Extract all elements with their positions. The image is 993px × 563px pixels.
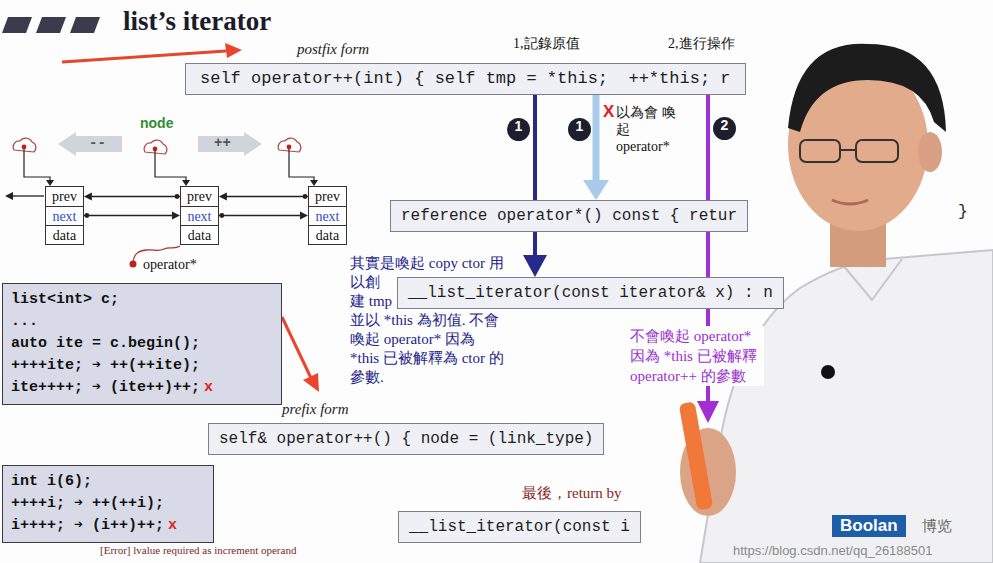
node-field: data (46, 225, 83, 244)
code-line: ... (11, 311, 38, 333)
wrap-spacer (394, 273, 505, 311)
note-text: operator* (143, 257, 197, 273)
connector (84, 212, 180, 220)
list-node: prevnextdata (180, 186, 219, 245)
connector (219, 193, 308, 201)
list-node: prevnextdata (45, 186, 84, 245)
node-field: prev (181, 187, 218, 206)
note-text: 1,記錄原值 (513, 35, 580, 53)
code-box: reference operator*() const { retur (390, 200, 748, 232)
arrow-head (697, 401, 719, 423)
node-field: next (309, 206, 346, 225)
logo-text: Boolan (832, 515, 906, 537)
code-line: ++++ite; ➔ ++(++ite); (11, 355, 200, 377)
code-box: __list_iterator(const iterator& x) : n (397, 277, 784, 309)
error-mark: x (168, 515, 177, 537)
list-node: prevnextdata (308, 186, 347, 245)
code-box: __list_iterator(const i (398, 511, 641, 543)
node-field: prev (309, 187, 346, 206)
pointer-dot (84, 213, 89, 218)
pointer-head (22, 145, 318, 186)
code-text: self& operator++() { node = (link_type) (219, 429, 593, 449)
note-text: node (140, 115, 173, 131)
code-line: auto ite = c.begin(); (11, 333, 200, 355)
node-field: prev (46, 187, 83, 206)
step-arrow-shape (58, 132, 262, 156)
note-text: prefix form (282, 401, 349, 418)
connector-line (533, 95, 537, 257)
code-listing: list<int> c;...auto ite = c.begin();++++… (2, 283, 282, 405)
code-text: __list_iterator(const iterator& x) : n (408, 283, 773, 303)
arrow-head (84, 193, 92, 201)
arrow-head (300, 212, 308, 220)
connector (84, 193, 180, 201)
note-text: 以為會 喚起 operator* (616, 104, 680, 155)
callout-number: 2 (713, 117, 736, 140)
connector-line (225, 196, 308, 197)
watermark: https://blog.csdn.net/qq_26188501 (733, 543, 933, 558)
note-text: 最後，return by (522, 484, 622, 503)
note-text: 博览 (922, 517, 952, 536)
arrow-head (583, 180, 609, 200)
arrow-head (523, 255, 547, 277)
note-text: 2,進行操作 (668, 35, 735, 53)
callout-number: 1 (568, 118, 591, 141)
node-field: next (46, 206, 83, 225)
code-text: reference operator*() const { retur (401, 206, 737, 226)
code-text: self operator++(int) { self tmp = *this;… (200, 69, 731, 89)
note-text: -- (89, 135, 106, 151)
note-text: 不會喚起 operator* 因為 *this 已被解釋 operator++ … (630, 326, 764, 386)
code-listing: int i(6);++++i; ➔ ++(++i);i++++; ➔ (i++)… (2, 465, 214, 543)
arrow-head (219, 193, 227, 201)
pointer-dot (303, 194, 308, 199)
node-field: data (309, 225, 346, 244)
header-bars (2, 17, 100, 33)
code-text: __list_iterator(const i (409, 517, 630, 537)
outgoing-prev-pointer (5, 192, 44, 200)
code-line: int i(6); (11, 471, 92, 493)
code-line: list<int> c; (11, 289, 119, 311)
pointer-dot (175, 194, 180, 199)
code-line: i++++; ➔ (i++)++; (11, 515, 164, 537)
code-line: ite++++; ➔ (ite++)++; (11, 377, 200, 399)
wrap-spacer (504, 254, 505, 273)
connector (219, 212, 308, 220)
callout-number: 1 (507, 118, 530, 141)
node-field: next (181, 206, 218, 225)
note-text: X (603, 102, 614, 122)
note-text: [Error] lvalue required as increment ope… (100, 544, 296, 556)
note-text: } (958, 203, 968, 221)
note-text: 其實是喚起 copy ctor 用以創建 tmp 並以 *this 為初值. 不… (350, 254, 505, 387)
node-field: data (181, 225, 218, 244)
arrow-head (172, 212, 180, 220)
note-text: ++ (214, 135, 231, 151)
slide-title: list’s iterator (123, 6, 271, 37)
connector-line (593, 95, 600, 182)
note-text: postfix form (297, 41, 369, 58)
connector-line (84, 215, 174, 216)
code-line: ++++i; ➔ ++(++i); (11, 493, 164, 515)
code-box: self& operator++() { node = (link_type) (208, 423, 604, 455)
connector-line (90, 196, 180, 197)
pointer-dot (219, 213, 224, 218)
connector-line (219, 215, 302, 216)
data-pointer (24, 147, 314, 181)
error-mark: x (204, 377, 213, 399)
code-box: self operator++(int) { self tmp = *this;… (185, 63, 746, 95)
